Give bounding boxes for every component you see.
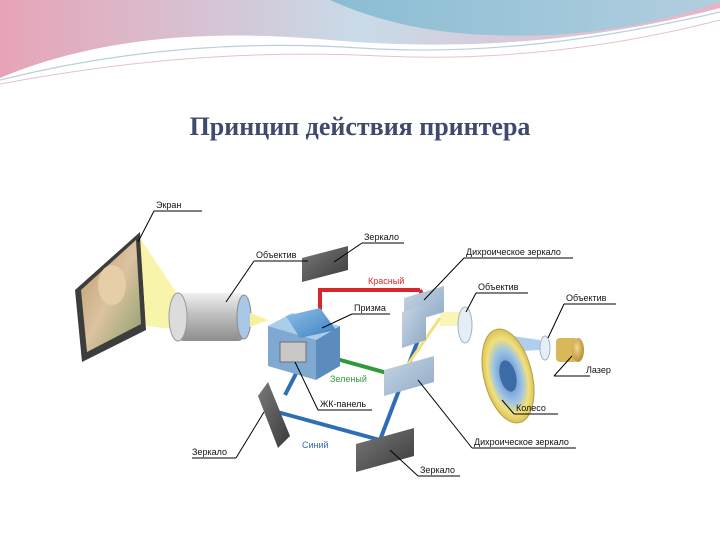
label-lens-far: Объектив — [566, 293, 607, 303]
right-lens — [457, 306, 473, 344]
dichroic-mirror-top-2 — [402, 304, 426, 348]
label-dichroic-bottom: Дихроическое зеркало — [474, 437, 569, 447]
label-lcd: ЖК-панель — [320, 399, 366, 409]
mirror-bottom — [356, 428, 414, 472]
label-screen: Экран — [156, 200, 181, 210]
laser — [556, 338, 584, 362]
prism — [268, 308, 340, 380]
leader-lines — [137, 210, 616, 477]
far-lens — [539, 335, 551, 361]
label-wheel: Колесо — [516, 403, 546, 413]
label-laser: Лазер — [586, 365, 611, 375]
label-mirror-top: Зеркало — [364, 232, 399, 242]
label-green: Зеленый — [330, 374, 367, 384]
header-wave-decoration — [0, 0, 720, 85]
slide-title: Принцип действия принтера — [189, 112, 531, 141]
label-blue: Синий — [302, 440, 329, 450]
label-lens-main: Объектив — [256, 250, 297, 260]
mirror-top — [302, 246, 348, 282]
screen — [75, 232, 146, 362]
label-mirror-left: Зеркало — [192, 447, 227, 457]
label-prism: Призма — [354, 303, 386, 313]
label-mirror-bottom: Зеркало — [420, 465, 455, 475]
mirror-left — [258, 382, 290, 448]
label-lens-right: Объектив — [478, 282, 519, 292]
dichroic-mirror-bottom — [384, 356, 434, 396]
label-red: Красный — [368, 276, 404, 286]
color-wheel — [481, 328, 535, 424]
label-dichroic-top: Дихроическое зеркало — [466, 247, 561, 257]
main-lens — [168, 292, 268, 342]
